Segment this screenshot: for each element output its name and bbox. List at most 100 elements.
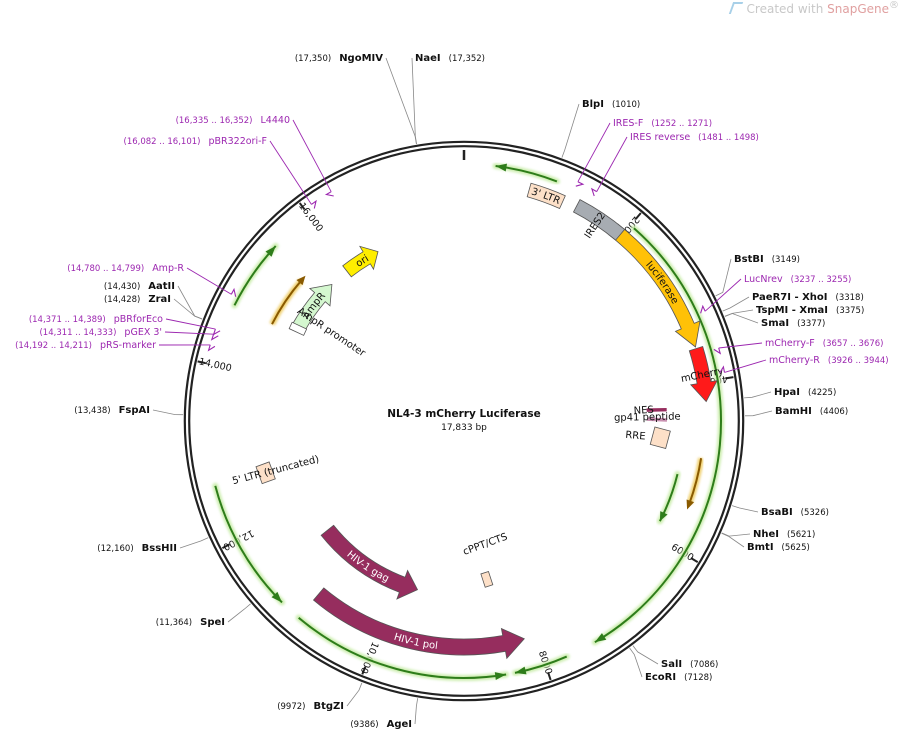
site-leader-line [722, 296, 750, 312]
primer-mcherry-f[interactable]: mCherry-F(3657 .. 3676) [713, 338, 884, 355]
site-leader-line [561, 103, 580, 158]
site-label: TspMI - XmaI(3375) [756, 305, 864, 316]
tick-mark [690, 557, 699, 563]
site-btgzi[interactable]: (9972)BtgZI [277, 682, 363, 712]
site-leader-line [152, 409, 184, 416]
feature-shape [572, 199, 626, 241]
annotation-ampr-promoter[interactable]: AmpR promoter [295, 306, 368, 360]
site-bstbi[interactable]: BstBI(3149) [715, 254, 800, 297]
primer-arrow-icon [212, 328, 221, 336]
annotation-label: gp41 peptide [614, 412, 681, 424]
site-leader-line [179, 537, 209, 549]
primer-ires-f[interactable]: IRES-F(1252 .. 1271) [575, 118, 712, 187]
feature-shape [526, 182, 566, 210]
branding-prefix: Created with [746, 2, 828, 16]
feature-ori[interactable]: ori [330, 245, 404, 292]
primer-leader-line [704, 278, 742, 312]
primer-leader-line [724, 359, 767, 373]
primer-ires-reverse[interactable]: IRES reverse(1481 .. 1498) [590, 132, 759, 197]
primer-label: (16,082 .. 16,101)pBR322ori-F [124, 136, 267, 147]
annotation-label: cPPT/CTS [462, 532, 509, 558]
feature-3-ltr[interactable]: 3' LTR [496, 182, 591, 221]
annotation-cppt-cts[interactable]: cPPT/CTS [462, 532, 509, 588]
primer-label: mCherry-F(3657 .. 3676) [765, 338, 883, 349]
backbone-outer-strand [183, 140, 745, 702]
primer-pbr322ori-f[interactable]: (16,082 .. 16,101)pBR322ori-F [124, 136, 317, 209]
annotation-5-ltr-truncated[interactable]: 5' LTR (truncated) [231, 454, 320, 487]
site-aatii[interactable]: (14,430)AatII [104, 281, 203, 320]
ampr-promoter-mark [288, 321, 308, 336]
feature-label-luciferase: luciferase [643, 260, 680, 307]
primer-lucnrev[interactable]: LucNrev(3237 .. 3255) [700, 274, 852, 314]
site-bsabi[interactable]: BsaBI(5326) [731, 505, 829, 518]
branding-snap: Snap [827, 2, 858, 16]
primer-pgex-3[interactable]: (14,311 .. 14,333)pGEX 3' [39, 327, 219, 341]
tick-mark [221, 543, 230, 550]
site-bamhi[interactable]: BamHI(4406) [744, 406, 848, 417]
site-naei[interactable]: NaeI(17,352) [411, 53, 485, 145]
primer-arrow-icon [700, 304, 706, 314]
primer-arrow-icon [311, 199, 317, 209]
tick-mark [725, 376, 734, 380]
tick-label: 14,000 [198, 356, 233, 374]
feature-hiv-1-gag[interactable]: HIV-1 gag [310, 512, 441, 600]
tick-mark [361, 666, 367, 675]
site-label: (12,160)BssHII [97, 543, 177, 554]
site-ngomiv[interactable]: (17,350)NgoMIV [295, 53, 417, 145]
site-ecori[interactable]: EcoRI(7128) [629, 647, 713, 683]
site-hpai[interactable]: HpaI(4225) [744, 387, 836, 399]
site-spei[interactable]: (11,364)SpeI [156, 603, 251, 628]
primer-label: (14,371 .. 14,389)pBRforEco [29, 314, 163, 325]
site-label: SalI(7086) [661, 659, 718, 670]
site-tspmi-xmai[interactable]: TspMI - XmaI(3375) [724, 305, 864, 317]
site-leader-line [724, 313, 759, 324]
site-leader-line [385, 57, 417, 145]
annotation-label: RRE [625, 430, 646, 443]
site-sali[interactable]: SalI(7086) [632, 645, 718, 670]
primer-amp-r[interactable]: (14,780 .. 14,799)Amp-R [67, 263, 237, 297]
primer-mcherry-r[interactable]: mCherry-R(3926 .. 3944) [719, 355, 889, 374]
site-bmti[interactable]: BmtI(5625) [721, 532, 810, 553]
site-bsshii[interactable]: (12,160)BssHII [97, 537, 209, 554]
open-reading-frames [212, 163, 724, 681]
site-nhei[interactable]: NheI(5621) [721, 529, 816, 540]
orf-ampr-arrow [269, 275, 306, 326]
site-label: HpaI(4225) [774, 387, 836, 398]
site-label: (14,430)AatII [104, 281, 175, 292]
feature-label-hiv-1-gag: HIV-1 gag [344, 549, 390, 585]
primer-arrow-icon [230, 287, 237, 297]
annotation-nes[interactable]: NES [633, 405, 667, 417]
site-fspai[interactable]: (13,438)FspAI [74, 405, 184, 416]
feature-ires2[interactable]: IRES2 [572, 199, 626, 241]
orf-arrow [512, 653, 570, 676]
feature-hiv-1-pol[interactable]: HIV-1 pol [293, 574, 556, 660]
site-label: PaeR7I - XhoI(3318) [752, 292, 864, 303]
annotation-gp41-peptide[interactable]: gp41 peptide [614, 412, 681, 424]
orf-arrow [212, 482, 285, 606]
site-label: SmaI(3377) [761, 318, 825, 329]
site-leader-line [346, 682, 363, 707]
tick-mark [298, 202, 306, 210]
feature-shape [312, 587, 525, 660]
tick-mark [634, 212, 642, 220]
primer-label: mCherry-R(3926 .. 3944) [769, 355, 889, 366]
site-label: (13,438)FspAI [74, 405, 150, 416]
primer-arrow-icon [324, 191, 334, 197]
site-smai[interactable]: SmaI(3377) [724, 313, 825, 330]
site-label: EcoRI(7128) [645, 672, 712, 683]
site-leader-line [724, 309, 754, 317]
site-paer7i-xhoi[interactable]: PaeR7I - XhoI(3318) [722, 292, 864, 312]
feature-shape [320, 524, 419, 600]
site-blpi[interactable]: BlpI(1010) [561, 99, 640, 158]
site-leader-line [629, 647, 643, 678]
site-leader-line [721, 532, 751, 537]
primer-prs-marker[interactable]: (14,192 .. 14,211)pRS-marker [15, 340, 216, 352]
site-label: BstBI(3149) [734, 254, 800, 265]
orf-brown-arrow [686, 457, 705, 510]
primer-l4440[interactable]: (16,335 .. 16,352)L4440 [176, 115, 334, 197]
primer-leader-line [596, 136, 628, 192]
site-agei[interactable]: (9386)AgeI [350, 698, 419, 730]
primer-arrow-icon [590, 187, 597, 197]
annotation-rre[interactable]: RRE [625, 426, 671, 450]
